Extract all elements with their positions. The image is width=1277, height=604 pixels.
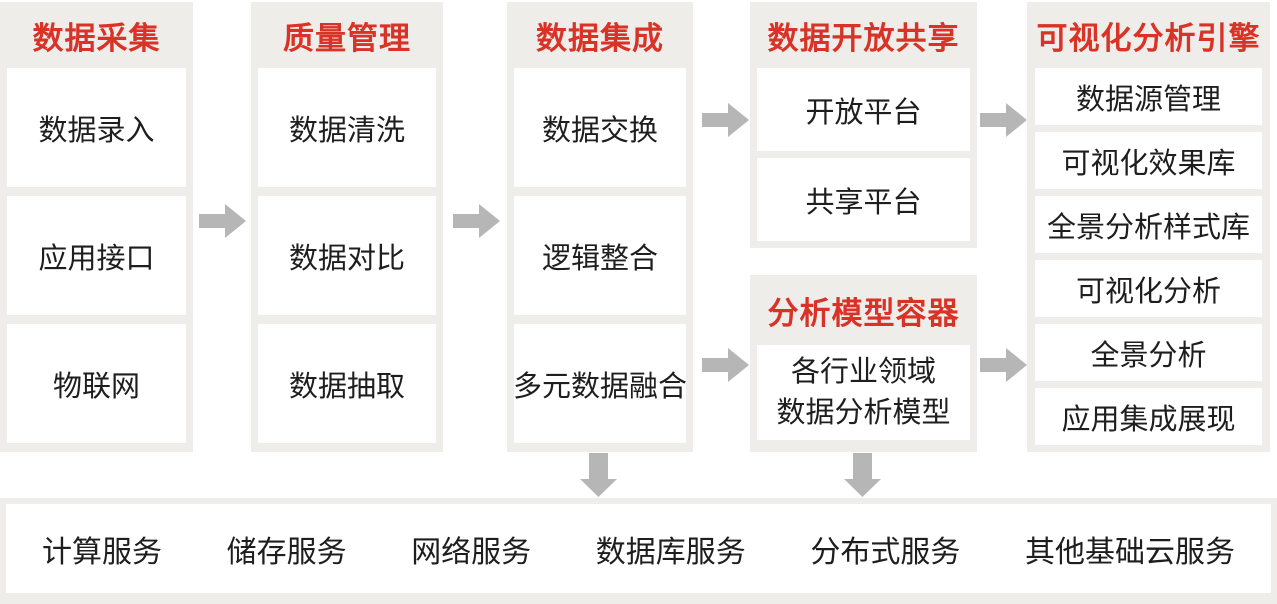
stage-title: 质量管理 (283, 20, 411, 56)
stage-item: 共享平台 (757, 158, 970, 241)
stage-item: 物联网 (7, 324, 186, 443)
stage-item: 数据对比 (258, 196, 436, 315)
stage-title: 数据集成 (536, 20, 664, 56)
stage-title: 分析模型容器 (767, 295, 960, 331)
stage-item: 全景分析 (1035, 324, 1262, 381)
infrastructure-bar: 计算服务 储存服务 网络服务 数据库服务 分布式服务 其他基础云服务 (0, 498, 1277, 604)
arrow-right-icon (453, 204, 500, 238)
stage-data-integration: 数据集成 数据交换 逻辑整合 多元数据融合 (507, 2, 693, 452)
arrow-down-icon (580, 453, 617, 497)
stage-title: 数据开放共享 (767, 20, 960, 56)
stage-data-collection: 数据采集 数据录入 应用接口 物联网 (0, 2, 193, 452)
infra-item: 数据库服务 (595, 535, 746, 569)
stage-title: 数据采集 (32, 20, 161, 56)
infra-item: 其他基础云服务 (1024, 535, 1235, 569)
arrow-down-icon (844, 453, 881, 497)
infra-item: 计算服务 (42, 535, 162, 569)
stage-item: 数据抽取 (258, 324, 436, 443)
infra-item: 网络服务 (411, 535, 532, 569)
stage-item: 数据清洗 (258, 68, 436, 187)
stage-item: 各行业领域 数据分析模型 (757, 345, 970, 440)
arrow-right-icon (980, 103, 1027, 137)
stage-visualization-engine: 可视化分析引擎 数据源管理 可视化效果库 全景分析样式库 可视化分析 全景分析 … (1027, 2, 1270, 452)
stage-item: 数据交换 (514, 68, 686, 187)
stage-item: 开放平台 (757, 68, 970, 151)
stage-open-sharing: 数据开放共享 开放平台 共享平台 (750, 2, 977, 248)
infrastructure-services: 计算服务 储存服务 网络服务 数据库服务 分布式服务 其他基础云服务 (6, 504, 1271, 593)
stage-item: 可视化效果库 (1035, 132, 1262, 189)
stage-title: 可视化分析引擎 (1036, 20, 1261, 56)
stage-item: 数据源管理 (1035, 68, 1262, 125)
stage-item: 应用集成展现 (1035, 388, 1262, 445)
arrow-right-icon (702, 348, 749, 382)
stage-quality-management: 质量管理 数据清洗 数据对比 数据抽取 (251, 2, 443, 452)
stage-item: 数据录入 (7, 68, 186, 187)
stage-item: 全景分析样式库 (1035, 196, 1262, 253)
stage-analysis-model-container: 分析模型容器 各行业领域 数据分析模型 (750, 275, 977, 452)
arrow-right-icon (702, 103, 749, 137)
stage-item: 多元数据融合 (513, 324, 687, 443)
stage-item: 应用接口 (7, 196, 186, 315)
infra-item: 分布式服务 (810, 535, 961, 569)
stage-item: 可视化分析 (1035, 260, 1262, 317)
stage-item: 逻辑整合 (514, 196, 686, 315)
infra-item: 储存服务 (226, 535, 347, 569)
arrow-right-icon (199, 204, 246, 238)
arrow-right-icon (980, 348, 1027, 382)
